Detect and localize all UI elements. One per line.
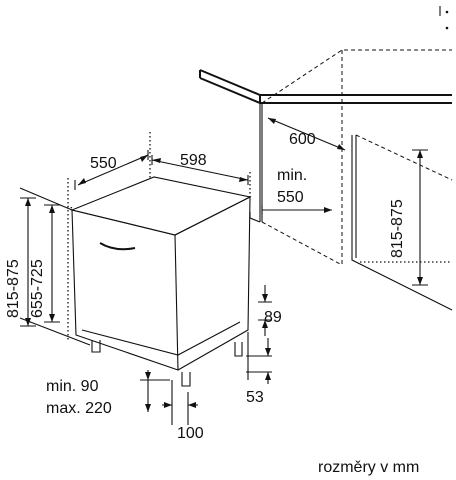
label-door-height: 655-725 bbox=[29, 259, 46, 318]
foot-front-right bbox=[181, 372, 191, 387]
countertop bbox=[199, 69, 452, 104]
label-niche-height: 815-875 bbox=[389, 199, 406, 258]
label-height-range: 815-875 bbox=[5, 259, 22, 318]
label-plinth-height: 89 bbox=[264, 309, 282, 326]
label-plinth-max: max. 220 bbox=[46, 400, 112, 417]
label-niche-width: 600 bbox=[289, 131, 316, 148]
dimension-lines bbox=[19, 150, 272, 425]
label-foot-offset: 100 bbox=[177, 425, 204, 442]
niche-back-outline bbox=[261, 49, 452, 266]
foot-front-left bbox=[91, 340, 101, 353]
niche-left-wall bbox=[259, 103, 263, 222]
corner-marks bbox=[439, 6, 449, 30]
units-note: rozměry v mm bbox=[318, 459, 419, 476]
niche-drawing bbox=[199, 49, 453, 311]
label-niche-min-value: 550 bbox=[277, 189, 304, 206]
label-width: 598 bbox=[180, 152, 207, 169]
dishwasher-top bbox=[70, 176, 252, 236]
label-foot-height: 53 bbox=[246, 389, 264, 406]
door-handle bbox=[99, 242, 136, 251]
dishwasher-side bbox=[174, 196, 251, 371]
foot-back-right bbox=[234, 342, 243, 357]
dishwasher-drawing bbox=[67, 132, 252, 387]
niche-right-wall bbox=[351, 135, 453, 311]
label-niche-min: min. bbox=[277, 167, 307, 184]
label-depth: 550 bbox=[90, 155, 117, 172]
dishwasher-door bbox=[71, 209, 179, 371]
label-plinth-min: min. 90 bbox=[46, 378, 99, 395]
